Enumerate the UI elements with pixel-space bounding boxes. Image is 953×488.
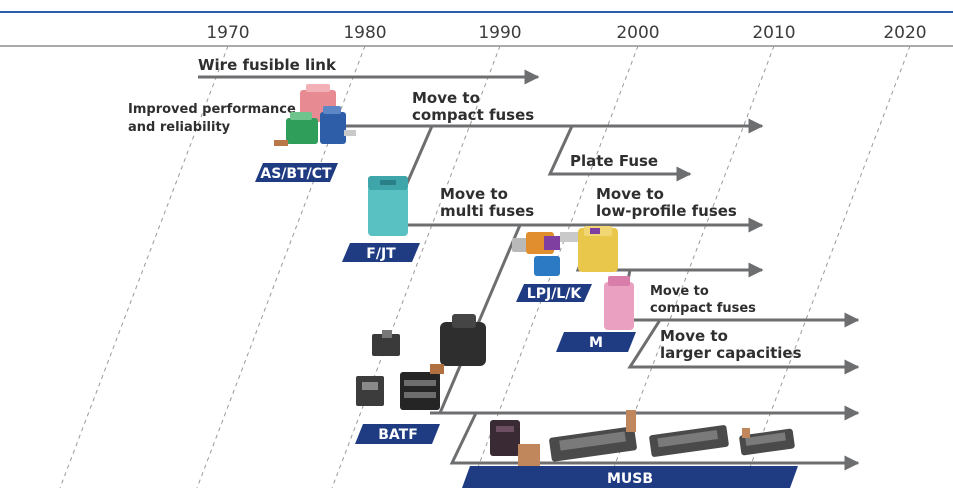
tag-musb-bg xyxy=(462,466,798,488)
tag-f-jt-bg xyxy=(342,243,420,262)
guide-1970 xyxy=(59,45,229,488)
label-move-larger-a: Move to xyxy=(660,327,728,345)
arrow-plate-fuse xyxy=(547,125,692,182)
type-tags: AS/BT/CT F/JT LPJ/L/K M BATF MUSB xyxy=(255,163,798,488)
tag-lpj-l-k-bg xyxy=(516,284,592,302)
label-move-compact-1a: Move to xyxy=(412,89,480,107)
year-2010: 2010 xyxy=(752,23,795,43)
label-improved-line1: Improved performance xyxy=(128,102,296,117)
arrow-m-larger xyxy=(627,319,860,375)
label-move-lowprofile-b: low-profile fuses xyxy=(596,202,737,220)
label-move-multi-a: Move to xyxy=(440,185,508,203)
m-fuse-picture xyxy=(604,276,634,330)
musb-fuse-picture xyxy=(490,410,795,466)
guide-2020 xyxy=(741,45,911,488)
tag-batf: BATF xyxy=(378,427,418,443)
tag-m-bg xyxy=(556,332,636,352)
tag-lpj-l-k: LPJ/L/K xyxy=(527,286,583,302)
tag-as-bt-ct: AS/BT/CT xyxy=(260,166,332,182)
year-1970: 1970 xyxy=(206,23,249,43)
label-plate-fuse: Plate Fuse xyxy=(570,152,658,170)
year-2020: 2020 xyxy=(883,23,926,43)
arrow-musb xyxy=(449,412,860,471)
guide-1980 xyxy=(196,45,366,488)
label-move-larger-b: larger capacities xyxy=(660,344,802,362)
year-2000: 2000 xyxy=(616,23,659,43)
tag-as-bt-ct-bg xyxy=(255,163,338,182)
tag-m: M xyxy=(589,335,603,351)
label-move-compact-1b: compact fuses xyxy=(412,106,534,124)
label-move-compact-2a: Move to xyxy=(650,284,709,299)
label-improved-line2: and reliability xyxy=(128,120,231,135)
tag-musb: MUSB xyxy=(607,471,653,487)
label-move-multi-b: multi fuses xyxy=(440,202,534,220)
f-jt-fuse-picture xyxy=(368,176,408,236)
tag-batf-bg xyxy=(355,424,440,444)
batf-fuse-picture xyxy=(356,314,486,410)
year-1980: 1980 xyxy=(343,23,386,43)
labels: Wire fusible link Improved performance a… xyxy=(128,56,802,362)
label-move-compact-2b: compact fuses xyxy=(650,301,756,316)
lpj-l-k-fuse-picture xyxy=(512,226,618,276)
year-1990: 1990 xyxy=(478,23,521,43)
year-labels: 1970 1980 1990 2000 2010 2020 xyxy=(206,23,926,43)
tag-f-jt: F/JT xyxy=(366,246,396,262)
branch-to-batf xyxy=(438,224,522,414)
label-wire-fusible-link: Wire fusible link xyxy=(198,56,337,74)
as-bt-ct-fuse-picture xyxy=(274,84,356,146)
label-move-lowprofile-a: Move to xyxy=(596,185,664,203)
branch-to-fjt xyxy=(403,125,434,189)
guide-1990 xyxy=(331,45,501,488)
